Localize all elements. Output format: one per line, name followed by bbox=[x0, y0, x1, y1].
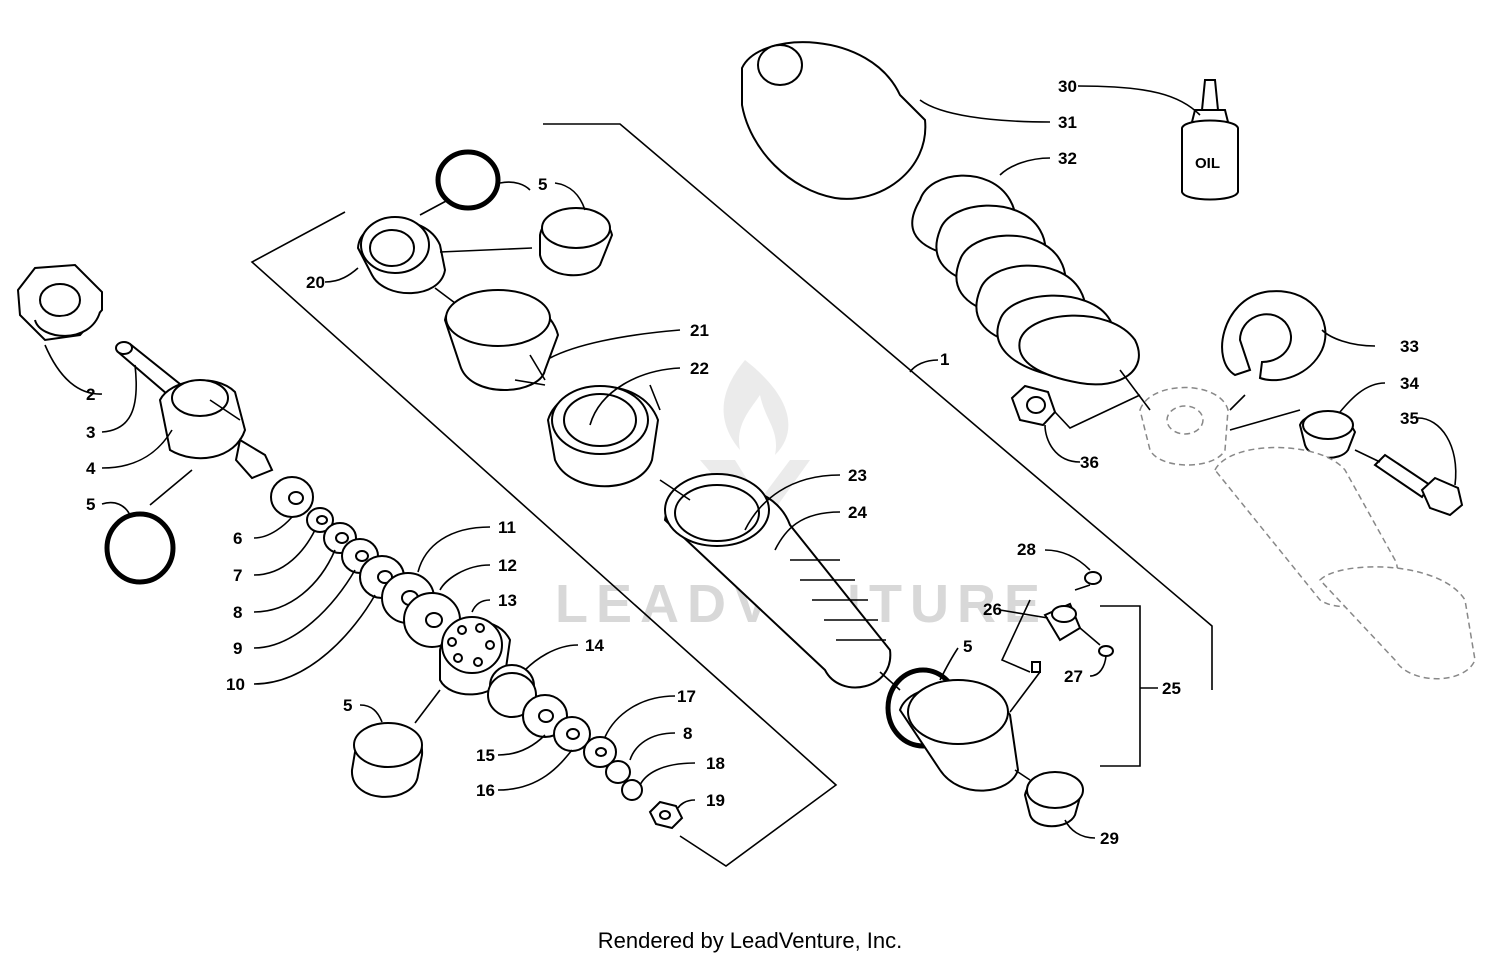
callout-1: 1 bbox=[940, 350, 949, 369]
callout-8-lower: 8 bbox=[683, 724, 692, 743]
callout-32: 32 bbox=[1058, 149, 1077, 168]
callout-16: 16 bbox=[476, 781, 495, 800]
callout-24: 24 bbox=[848, 503, 867, 522]
part-23-body-tube bbox=[663, 473, 892, 689]
callout-10: 10 bbox=[226, 675, 245, 694]
washer-stack-upper bbox=[270, 476, 461, 648]
part-36-nut bbox=[1010, 384, 1057, 427]
part-5-oring-top bbox=[435, 149, 501, 211]
callout-26: 26 bbox=[983, 600, 1002, 619]
callout-31: 31 bbox=[1058, 113, 1077, 132]
callout-5-left: 5 bbox=[86, 495, 95, 514]
callout-4: 4 bbox=[86, 459, 96, 478]
part-27-oring-small bbox=[1098, 645, 1114, 657]
callout-17: 17 bbox=[677, 687, 696, 706]
callout-30: 30 bbox=[1058, 77, 1077, 96]
part-34-spacer bbox=[1298, 410, 1357, 459]
callout-2: 2 bbox=[86, 385, 95, 404]
callout-27: 27 bbox=[1064, 667, 1083, 686]
callout-8: 8 bbox=[233, 603, 242, 622]
part-5-oring-left bbox=[104, 511, 176, 585]
part-31-boot bbox=[741, 41, 927, 200]
footer-credit: Rendered by LeadVenture, Inc. bbox=[597, 928, 903, 953]
part-33-retainer bbox=[1221, 290, 1327, 382]
callout-13: 13 bbox=[498, 591, 517, 610]
assembly-bracket-1 bbox=[543, 123, 1213, 690]
callout-5-top: 5 bbox=[538, 175, 547, 194]
assembled-shock-ghost bbox=[1139, 386, 1476, 680]
part-21-sleeve bbox=[443, 289, 560, 391]
part-30-oil-bottle bbox=[1181, 79, 1239, 201]
callout-28: 28 bbox=[1017, 540, 1036, 559]
part-2-bushing bbox=[16, 263, 103, 342]
callout-22: 22 bbox=[690, 359, 709, 378]
callout-19: 19 bbox=[706, 791, 725, 810]
callout-21: 21 bbox=[690, 321, 709, 340]
callout-33: 33 bbox=[1400, 337, 1419, 356]
part-4-shaft-eyelet bbox=[158, 379, 274, 480]
callout-20: 20 bbox=[306, 273, 325, 292]
callout-11: 11 bbox=[498, 518, 516, 537]
part-19-nut bbox=[648, 800, 684, 830]
part-35-bolt bbox=[1373, 453, 1464, 517]
part-5-band-top bbox=[539, 207, 614, 277]
callout-25: 25 bbox=[1162, 679, 1181, 698]
callout-6: 6 bbox=[233, 529, 242, 548]
callout-3: 3 bbox=[86, 423, 95, 442]
part-32-spring bbox=[911, 174, 1140, 386]
callout-36: 36 bbox=[1080, 453, 1099, 472]
callout-29: 29 bbox=[1100, 829, 1119, 848]
exploded-view-svg: LEADVENTURE bbox=[16, 41, 1476, 867]
callout-9: 9 bbox=[233, 639, 242, 658]
callout-23: 23 bbox=[848, 466, 867, 485]
callout-14: 14 bbox=[585, 636, 604, 655]
assembly-bracket-piston bbox=[250, 211, 838, 867]
callout-34: 34 bbox=[1400, 374, 1419, 393]
callout-labels: 1 2 3 4 5 5 5 5 6 7 8 8 9 10 11 12 13 14… bbox=[86, 77, 1419, 848]
part-28-screw bbox=[1084, 571, 1102, 585]
part-22-adjuster-ring bbox=[546, 385, 660, 488]
callout-18: 18 bbox=[706, 754, 725, 773]
washer-stack-lower bbox=[487, 664, 643, 801]
part-20-seal-head bbox=[356, 216, 447, 295]
part-25-reservoir-cap bbox=[898, 679, 1020, 792]
assembly-bracket-26 bbox=[1000, 599, 1031, 673]
callout-5-right: 5 bbox=[963, 637, 972, 656]
oil-bottle-label: OIL bbox=[1195, 155, 1220, 172]
callout-5-lower: 5 bbox=[343, 696, 352, 715]
callout-15: 15 bbox=[476, 746, 495, 765]
part-24-threads bbox=[790, 559, 886, 641]
callout-35: 35 bbox=[1400, 409, 1419, 428]
leader-lines bbox=[44, 85, 1457, 839]
callout-12: 12 bbox=[498, 556, 517, 575]
part-5-band-lower bbox=[350, 722, 424, 798]
callout-7: 7 bbox=[233, 566, 242, 585]
assembly-bracket-25 bbox=[1100, 605, 1141, 767]
part-29-bushing bbox=[1023, 771, 1084, 828]
